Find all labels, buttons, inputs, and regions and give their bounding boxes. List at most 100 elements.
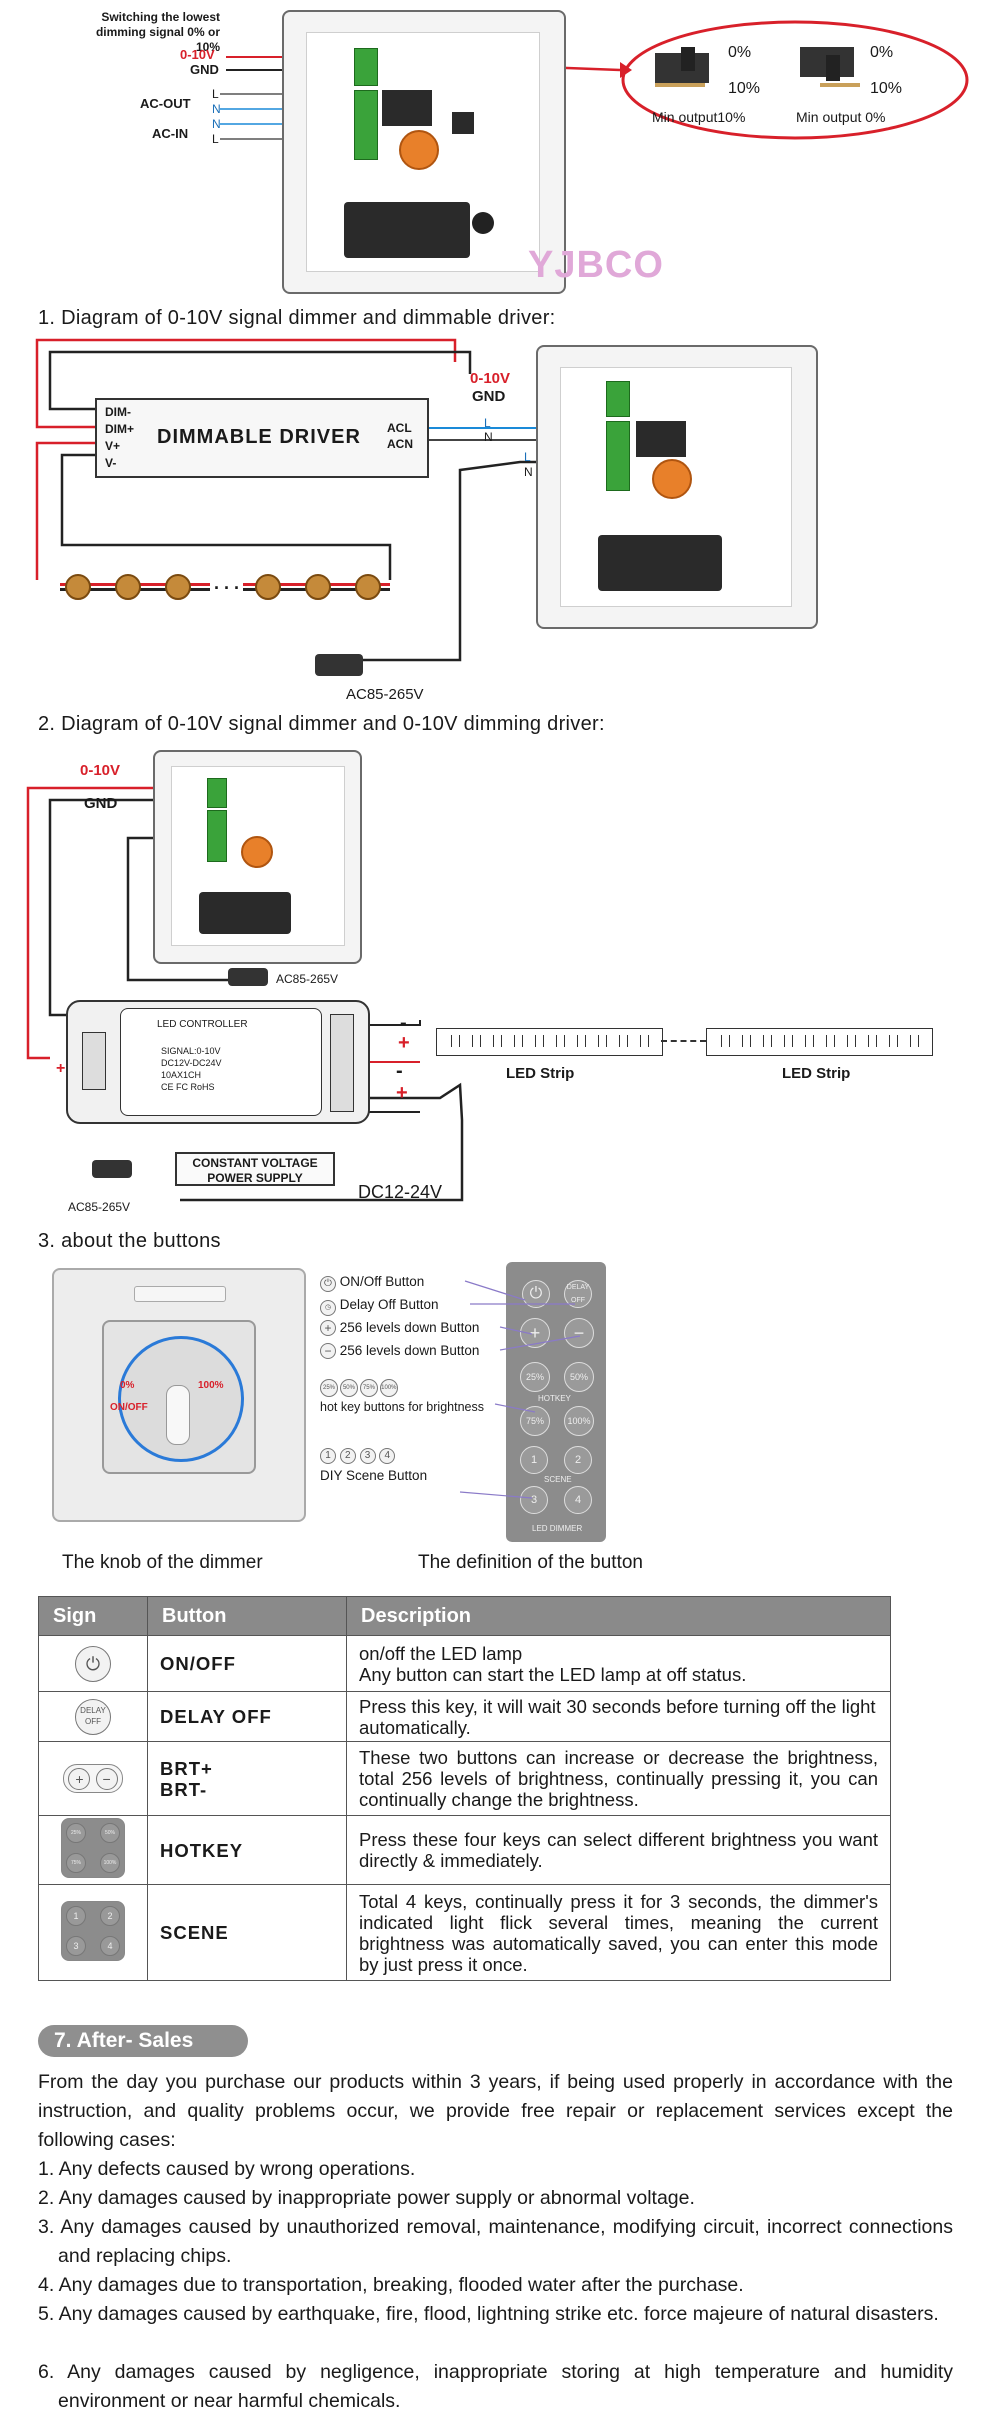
brand-watermark: YJBCO: [528, 244, 664, 286]
label-n-in: N: [212, 117, 221, 131]
table-row: ⏻ ON/OFF on/off the LED lamp Any button …: [38, 1635, 891, 1692]
led-3: [165, 574, 191, 600]
potentiometer: [399, 130, 439, 170]
remote-footer: LED DIMMER: [532, 1524, 583, 1533]
led-1: [65, 574, 91, 600]
led-2: [115, 574, 141, 600]
pin-v-plus: V+: [105, 439, 121, 453]
scene-chip-1: 1: [320, 1448, 336, 1464]
knob-mark-100: 100%: [198, 1380, 224, 1391]
button-table: Sign Button Description ⏻ ON/OFF on/off …: [38, 1596, 891, 1981]
after-sales-item-3: 3. Any damages caused by unauthorized re…: [38, 2216, 953, 2267]
led-chain: . . .: [60, 573, 410, 600]
controller-title: LED CONTROLLER: [157, 1019, 248, 1030]
ic-chip: [452, 112, 474, 134]
row-desc-brt: These two buttons can increase or decrea…: [346, 1741, 891, 1816]
remote-scene-2[interactable]: 2: [564, 1446, 592, 1474]
switch-note: Switching the lowest dimming signal 0% o…: [70, 10, 220, 55]
remote-scene-4[interactable]: 4: [564, 1486, 592, 1514]
row-name-brt: BRT+ BRT-: [147, 1741, 347, 1816]
def-plus-label: 256 levels down Button: [339, 1320, 480, 1335]
button-defs: ⏻ ON/Off Button ◷ Delay Off Button + 256…: [320, 1270, 484, 1487]
dimmer-panel-s2: [153, 750, 362, 964]
spec-certs: CE FC RoHS: [161, 1082, 215, 1092]
remote-hotkey-25[interactable]: 25%: [520, 1362, 550, 1392]
strip-label-2: LED Strip: [782, 1065, 851, 1082]
pin-dim-plus: DIM+: [105, 422, 135, 436]
caption-min0: Min output 0%: [796, 109, 886, 125]
controller-output-terminal: [330, 1014, 354, 1112]
remote-hotkey-label: HOTKEY: [538, 1394, 571, 1403]
s2-pot: [241, 836, 273, 868]
label-l-in: L: [212, 132, 219, 146]
remote-hotkey-50[interactable]: 50%: [564, 1362, 594, 1392]
after-sales-item-5: 5. Any damages caused by earthquake, fir…: [38, 2303, 939, 2325]
ac-plug-s1: [315, 654, 363, 676]
spec-current: 10AX1CH: [161, 1070, 202, 1080]
s1-terminal-ac: [606, 421, 630, 491]
section2-heading: 2. Diagram of 0-10V signal dimmer and 0-…: [38, 713, 605, 735]
sign-cell-hotkey: 25% 50% 75% 100%: [38, 1815, 148, 1885]
label-gnd: GND: [190, 62, 219, 77]
def-onoff: ⏻ ON/Off Button: [320, 1270, 484, 1293]
knob-plate-slot: [134, 1286, 226, 1302]
switch-note-line2: dimming signal 0% or 10%: [95, 25, 220, 54]
remote-pointer-lines: [459, 1280, 581, 1499]
remote-power-button[interactable]: ⏻: [522, 1280, 550, 1308]
tbl-chip-100: 100%: [100, 1853, 120, 1873]
remote-scene-1[interactable]: 1: [520, 1446, 548, 1474]
after-sales-item-6: 6. Any damages caused by negligence, ina…: [38, 2361, 953, 2412]
led-strip-2: [706, 1028, 933, 1056]
after-sales-item-2: 2. Any damages caused by inappropriate p…: [38, 2187, 695, 2209]
terminal-signal: [354, 48, 378, 86]
section1-heading: 1. Diagram of 0-10V signal dimmer and di…: [38, 307, 556, 329]
section3-heading: 3. about the buttons: [38, 1230, 221, 1252]
minus-icon: −: [320, 1343, 336, 1359]
sign-cell-delay: DELAY OFF: [38, 1691, 148, 1742]
jumper-min0: [800, 45, 868, 91]
tbl-scene-2: 2: [100, 1905, 120, 1926]
led-controller: LED CONTROLLER SIGNAL:0-10V DC12V-DC24V …: [66, 1000, 370, 1124]
remote-scene-3[interactable]: 3: [520, 1486, 548, 1514]
s1-relay: [636, 421, 686, 457]
remote-hotkey-100[interactable]: 100%: [564, 1406, 594, 1436]
s2-terminal-signal: [207, 778, 227, 808]
plus-icon: +: [68, 1768, 91, 1790]
dimmer-panel-s1: [536, 345, 818, 629]
strip-label-1: LED Strip: [506, 1065, 575, 1082]
dc-label: DC12-24V: [358, 1182, 443, 1202]
row-desc-onoff-line1: on/off the LED lamp: [359, 1642, 523, 1664]
tbl-scene-3: 3: [66, 1935, 86, 1956]
strip-connector: [661, 1040, 706, 1042]
pct10-right: 10%: [870, 80, 903, 97]
s1-label-n2: N: [524, 465, 533, 479]
remote-minus-button[interactable]: −: [564, 1318, 594, 1348]
terminal-ac: [354, 90, 378, 160]
s1-pot: [652, 459, 692, 499]
remote-hotkey-75[interactable]: 75%: [520, 1406, 550, 1436]
tbl-chip-25: 25%: [66, 1823, 86, 1843]
after-sales-item-1: 1. Any defects caused by wrong operation…: [38, 2158, 416, 2180]
s1-label-l2: L: [524, 450, 531, 464]
power-icon: ⏻: [75, 1645, 111, 1682]
header-description: Description: [346, 1596, 891, 1636]
s2-minus-strip: -: [400, 1012, 407, 1034]
hotkey-chips: 25% 50% 75% 100%: [320, 1376, 484, 1399]
row-name-onoff: ON/OFF: [147, 1635, 347, 1692]
power-icon: ⏻: [320, 1276, 336, 1292]
remote-control: ⏻ DELAY OFF + − 25% 50% HOTKEY 75% 100% …: [506, 1262, 606, 1542]
s2-label-0-10v: 0-10V: [80, 762, 121, 779]
s2-plus-in: +: [56, 1060, 66, 1077]
led-6: [355, 574, 381, 600]
knob[interactable]: [118, 1336, 244, 1462]
pin-dim-minus: DIM-: [105, 405, 131, 419]
table-row: 1 2 3 4 SCENE Total 4 keys, continually …: [38, 1884, 891, 1981]
pin-v-minus: V-: [105, 456, 117, 470]
chip-100: 100%: [379, 1379, 398, 1397]
after-sales-item-4: 4. Any damages due to transportation, br…: [38, 2274, 744, 2296]
remote-delay-button[interactable]: DELAY OFF: [564, 1280, 592, 1308]
s2-plus-psu: +: [396, 1082, 408, 1104]
def-caption: The definition of the button: [418, 1552, 643, 1573]
switch-note-line1: Switching the lowest: [101, 10, 220, 24]
led-strip-1: [436, 1028, 663, 1056]
